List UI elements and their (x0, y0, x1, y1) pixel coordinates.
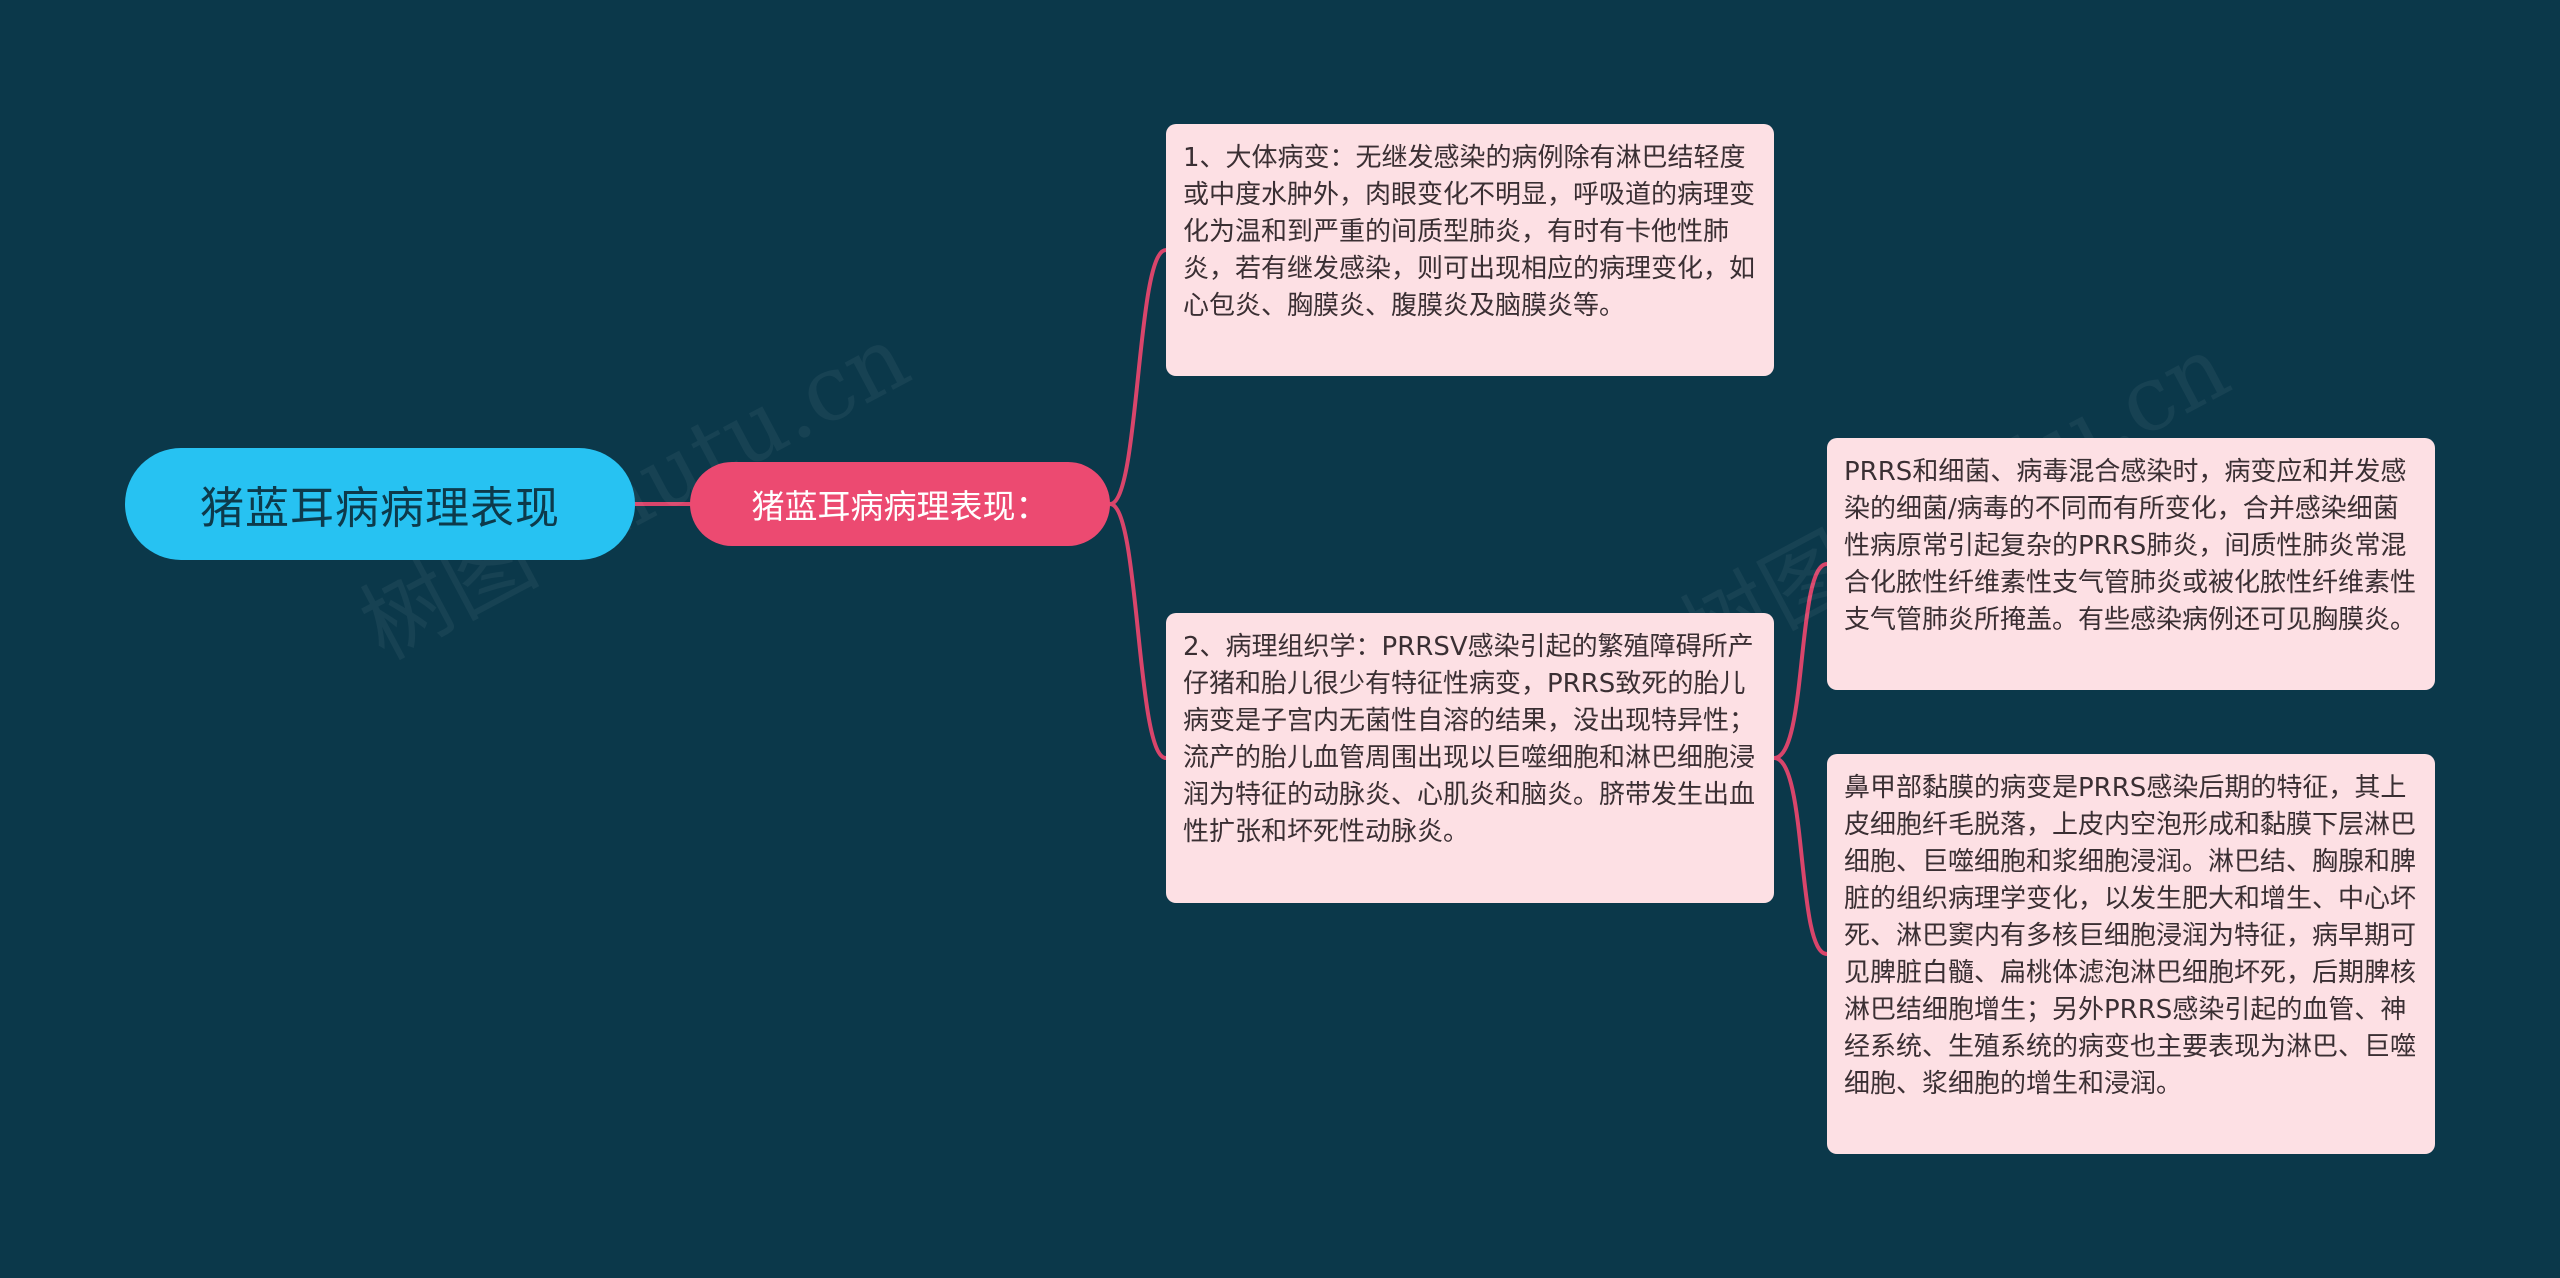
connector-card2-card3 (1772, 562, 1829, 760)
connector-card2-card4 (1772, 756, 1829, 956)
leaf-node-mixed-infection[interactable]: PRRS和细菌、病毒混合感染时，病变应和并发感染的细菌/病毒的不同而有所变化，合… (1827, 438, 2435, 690)
root-node[interactable]: 猪蓝耳病病理表现 (125, 448, 635, 560)
leaf-node-gross-lesions[interactable]: 1、大体病变：无继发感染的病例除有淋巴结轻度或中度水肿外，肉眼变化不明显，呼吸道… (1166, 124, 1774, 376)
branch-node[interactable]: 猪蓝耳病病理表现： (690, 462, 1110, 546)
branch-node-label: 猪蓝耳病病理表现： (751, 487, 1049, 526)
leaf-node-nasal-mucosa[interactable]: 鼻甲部黏膜的病变是PRRS感染后期的特征，其上皮细胞纤毛脱落，上皮内空泡形成和黏… (1827, 754, 2435, 1154)
connector-branch-card2 (1108, 502, 1168, 760)
leaf-node-histopathology[interactable]: 2、病理组织学：PRRSV感染引起的繁殖障碍所产仔猪和胎儿很少有特征性病变，PR… (1166, 613, 1774, 903)
root-node-label: 猪蓝耳病病理表现 (200, 483, 560, 534)
connector-branch-card1 (1108, 248, 1168, 506)
